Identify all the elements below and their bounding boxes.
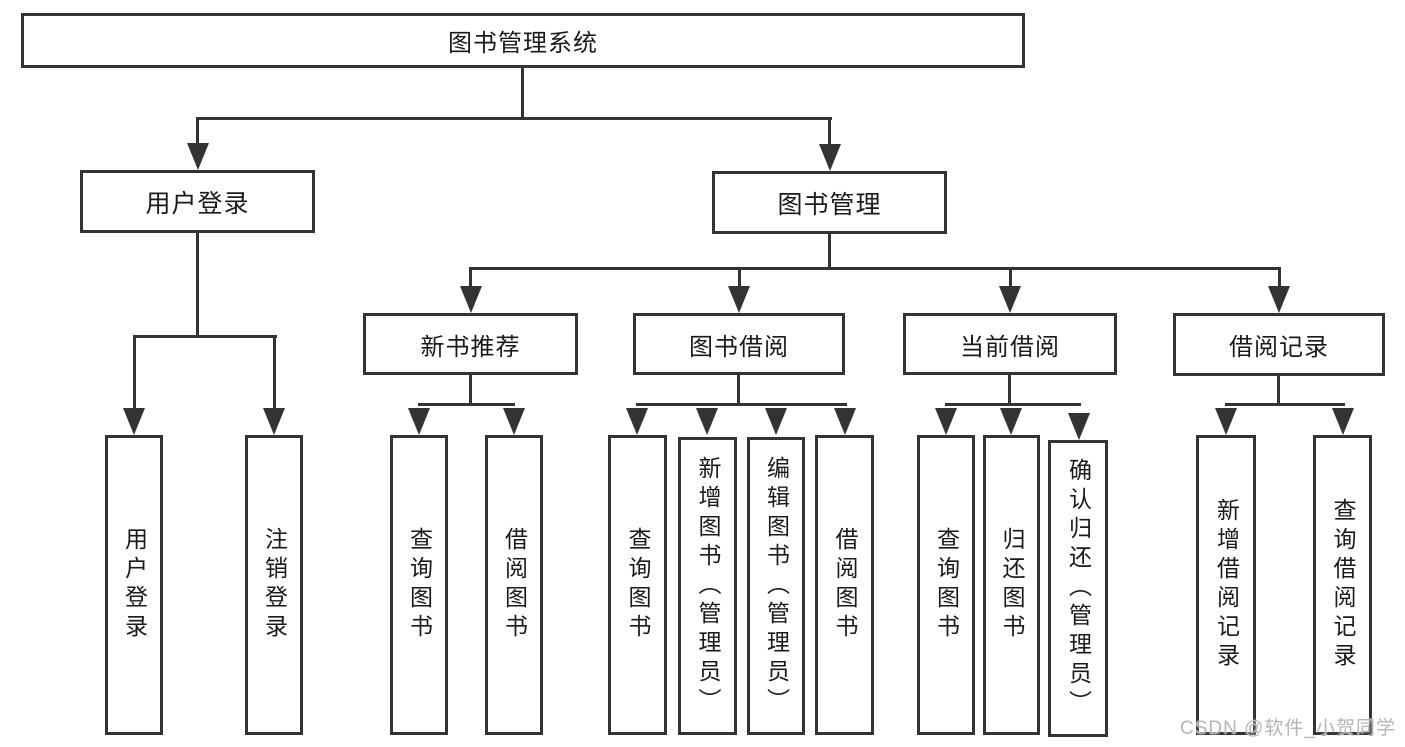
leaf-cb-query-books: 查询图书 — [917, 435, 975, 735]
leaf-nb-borrow-books: 借阅图书 — [485, 435, 543, 735]
leaf-bb-edit-books-admin: 编辑图书（管理员） — [747, 437, 805, 735]
node-book-borrowing: 图书借阅 — [633, 313, 845, 375]
leaf-br-add-record: 新增借阅记录 — [1196, 435, 1256, 735]
connector-book-mgmt-hbar — [469, 267, 1281, 270]
arrow-down-nb-borrow — [503, 408, 525, 435]
arrow-down-leaf-logout — [263, 408, 285, 435]
connector-drop-current-borrow — [1009, 267, 1012, 289]
connector-drop-user-login — [196, 117, 199, 144]
connector-book-mgmt-stem — [828, 232, 831, 270]
leaf-nb-query-books: 查询图书 — [390, 435, 448, 735]
arrow-down-bb-query — [626, 408, 648, 435]
connector-book-borrow-stem — [737, 374, 740, 406]
leaf-cb-confirm-return-admin: 确认归还（管理员） — [1048, 440, 1108, 737]
connector-new-books-hbar — [418, 403, 515, 406]
arrow-down-cb-return — [1000, 408, 1022, 435]
connector-user-login-hbar — [133, 335, 277, 338]
leaf-bb-add-books-admin: 新增图书（管理员） — [678, 437, 737, 735]
connector-drop-leaf-logout — [273, 335, 276, 409]
node-borrowing-records: 借阅记录 — [1173, 313, 1385, 376]
arrow-down-bb-add — [696, 408, 718, 435]
arrow-down-leaf-login — [123, 408, 145, 435]
connector-root-stem — [521, 66, 524, 119]
connector-user-login-stem — [196, 231, 199, 338]
arrow-down-bb-edit — [765, 408, 787, 435]
connector-current-borrow-stem — [1008, 374, 1011, 406]
connector-drop-book-borrow — [738, 267, 741, 289]
arrow-down-br-query — [1332, 408, 1354, 435]
csdn-watermark: CSDN @软件_小贺同学 — [1180, 718, 1396, 739]
leaf-cb-return-books: 归还图书 — [983, 435, 1040, 735]
arrow-down-nb-query — [408, 408, 430, 435]
node-user-login: 用户登录 — [80, 170, 315, 233]
leaf-br-query-record: 查询借阅记录 — [1313, 435, 1372, 735]
arrow-down-book-borrow — [728, 286, 750, 313]
connector-borrow-records-hbar — [1225, 403, 1345, 406]
connector-book-borrow-hbar — [636, 403, 847, 406]
leaf-logout: 注销登录 — [245, 435, 303, 735]
connector-new-books-stem — [469, 374, 472, 406]
node-library-management-system: 图书管理系统 — [21, 13, 1025, 68]
leaf-bb-borrow-books: 借阅图书 — [815, 435, 874, 735]
connector-drop-book-management — [828, 117, 831, 145]
arrow-down-book-management — [819, 144, 841, 171]
node-new-book-recommendation: 新书推荐 — [363, 313, 578, 375]
arrow-down-new-books — [460, 286, 482, 313]
connector-drop-borrow-records — [1278, 267, 1281, 289]
connector-current-borrow-hbar — [945, 403, 1081, 406]
node-book-management: 图书管理 — [712, 171, 947, 234]
arrow-down-cb-query — [935, 408, 957, 435]
arrow-down-user-login — [187, 143, 209, 170]
arrow-down-current-borrow — [999, 286, 1021, 313]
connector-borrow-records-stem — [1277, 375, 1280, 406]
connector-root-hbar — [196, 117, 832, 120]
leaf-user-login: 用户登录 — [105, 435, 163, 735]
node-current-borrowing: 当前借阅 — [903, 313, 1117, 375]
arrow-down-borrow-records — [1268, 286, 1290, 313]
arrow-down-cb-confirm — [1068, 413, 1090, 440]
arrow-down-bb-borrow — [834, 408, 856, 435]
arrow-down-br-add — [1215, 408, 1237, 435]
leaf-bb-query-books: 查询图书 — [608, 435, 667, 735]
connector-drop-leaf-login — [133, 335, 136, 409]
connector-drop-new-books — [469, 267, 472, 289]
